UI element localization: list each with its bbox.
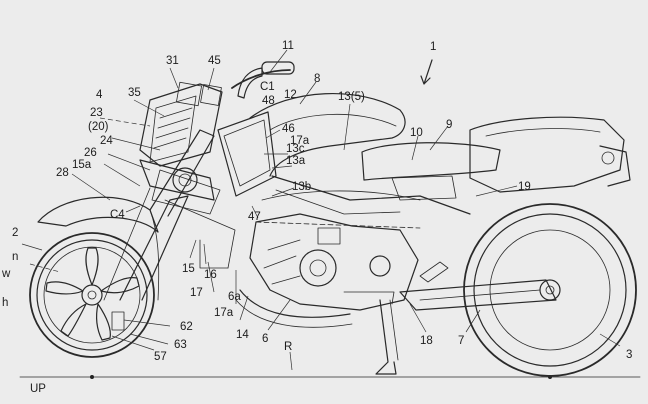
label-31: 31 bbox=[166, 55, 179, 67]
label-11: 11 bbox=[282, 40, 294, 52]
label-h: h bbox=[2, 297, 8, 309]
label-20: (20) bbox=[88, 121, 109, 133]
label-w: w bbox=[1, 268, 11, 280]
label-26: 26 bbox=[84, 147, 97, 159]
rear-cowl bbox=[469, 116, 625, 193]
label-R: R bbox=[284, 341, 292, 353]
label-57: 57 bbox=[154, 351, 167, 363]
label-13b: 13b bbox=[292, 181, 311, 193]
swing-arm bbox=[399, 279, 557, 311]
label-6a: 6a bbox=[228, 291, 241, 303]
label-2: 2 bbox=[12, 227, 18, 239]
tail-light bbox=[599, 145, 631, 187]
label-17: 17 bbox=[190, 287, 203, 299]
rear-wheel bbox=[463, 203, 637, 377]
steering-actuator-unit bbox=[139, 81, 223, 215]
label-c4: C4 bbox=[110, 209, 125, 221]
reference-labels: 1 2 3 4 6 6a 7 8 9 10 11 12 13(5) 13a 13… bbox=[1, 40, 632, 395]
front-suspension bbox=[103, 129, 236, 301]
label-18: 18 bbox=[420, 335, 433, 347]
label-c1: C1 bbox=[260, 81, 275, 93]
label-17a-lower: 17a bbox=[214, 307, 234, 319]
label-UP: UP bbox=[30, 383, 46, 395]
front-cowl bbox=[217, 111, 277, 197]
label-23: 23 bbox=[90, 107, 103, 119]
label-46: 46 bbox=[282, 123, 295, 135]
label-47: 47 bbox=[248, 211, 261, 223]
front-wheel bbox=[29, 232, 155, 358]
label-1: 1 bbox=[430, 41, 436, 53]
label-28: 28 bbox=[56, 167, 69, 179]
side-stand bbox=[375, 299, 397, 375]
label-13-5: 13(5) bbox=[338, 91, 365, 103]
label-24: 24 bbox=[100, 135, 113, 147]
handlebar bbox=[231, 69, 291, 89]
label-35: 35 bbox=[128, 87, 141, 99]
label-15a: 15a bbox=[72, 159, 92, 171]
exhaust-pipe bbox=[239, 289, 351, 318]
label-17a-upper: 17a bbox=[290, 135, 310, 147]
label-62: 62 bbox=[180, 321, 193, 333]
label-14: 14 bbox=[236, 329, 249, 341]
label-6: 6 bbox=[262, 333, 268, 345]
reference-arrow-1 bbox=[420, 59, 433, 85]
label-63: 63 bbox=[174, 339, 187, 351]
label-48: 48 bbox=[262, 95, 275, 107]
brake-caliper bbox=[111, 311, 125, 331]
front-fender bbox=[37, 196, 159, 233]
label-4: 4 bbox=[96, 89, 103, 101]
fuel-tank bbox=[249, 92, 406, 177]
label-13c: 13c bbox=[286, 143, 305, 155]
label-15: 15 bbox=[182, 263, 195, 275]
label-13a: 13a bbox=[286, 155, 306, 167]
leader-lines bbox=[21, 49, 621, 371]
label-8: 8 bbox=[314, 73, 320, 85]
label-n: n bbox=[12, 251, 18, 263]
footrest bbox=[419, 261, 449, 283]
label-16: 16 bbox=[204, 269, 217, 281]
main-frame bbox=[271, 175, 471, 215]
label-7: 7 bbox=[458, 335, 464, 347]
label-12: 12 bbox=[284, 89, 297, 101]
label-3: 3 bbox=[626, 349, 632, 361]
label-9: 9 bbox=[446, 119, 452, 131]
label-45: 45 bbox=[208, 55, 221, 67]
front-contact-point bbox=[90, 375, 94, 379]
engine bbox=[249, 213, 419, 311]
label-10: 10 bbox=[410, 127, 423, 139]
label-19: 19 bbox=[518, 181, 531, 193]
